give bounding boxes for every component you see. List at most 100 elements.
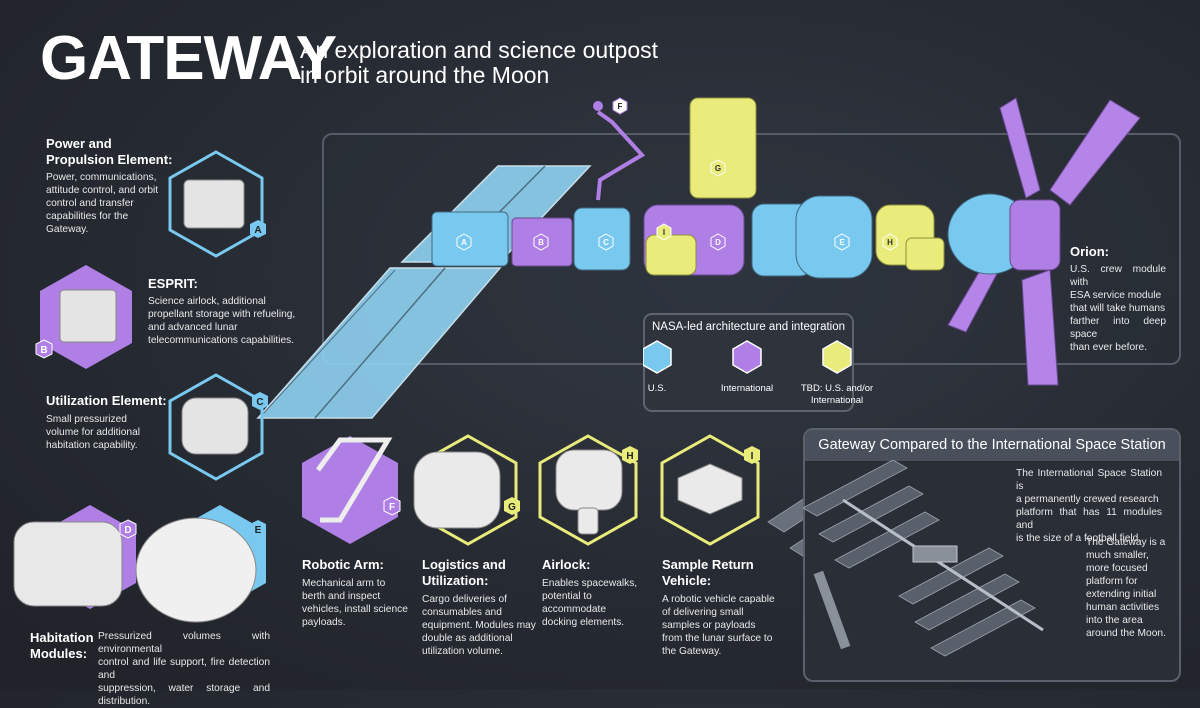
orion-solar-arrays [947, 97, 1141, 386]
hex-f-letter: F [389, 502, 395, 513]
desc-line: farther into deep space [1070, 316, 1166, 341]
logistics-render [413, 451, 501, 529]
desc-line: volume for additional [46, 427, 141, 439]
desc-line: and advanced lunar [148, 322, 238, 334]
element-f-desc: Mechanical arm to berth and inspect vehi… [302, 577, 412, 629]
desc-line: docking elements. [542, 617, 625, 629]
desc-line: Pressurized volumes with environmental [98, 631, 270, 656]
utilization-render [181, 397, 249, 455]
robotic-arm-render [315, 437, 393, 523]
element-g-title: Logistics and Utilization: [422, 557, 506, 590]
desc-line: A robotic vehicle capable [662, 594, 775, 605]
desc-line: suppression, water storage and distribut… [98, 683, 270, 708]
hex-f [302, 436, 398, 544]
desc-line: Enables spacewalks, [542, 578, 638, 589]
legend-intl-swatch [732, 340, 762, 374]
hex-a [168, 150, 264, 258]
desc-line: habitation capability. [46, 440, 138, 452]
badge-h [882, 233, 898, 251]
desc-line: double as additional [422, 633, 513, 645]
bottom-hexes [302, 434, 760, 546]
habitation-title-line: Habitation [30, 630, 94, 645]
legend-tbd-label: TBD: U.S. and/or International [792, 383, 882, 407]
legend-swatches [643, 340, 852, 374]
gateway-comparison-description: The Gateway is a much smaller, more focu… [1086, 536, 1172, 640]
badge-g-letter: G [715, 164, 721, 173]
airlock-render [555, 449, 623, 511]
desc-line: utilization volume. [422, 646, 503, 658]
badge-c [598, 233, 614, 251]
desc-line: of delivering small [662, 607, 744, 619]
hex-a-letter: A [254, 225, 261, 236]
element-g-desc: Cargo deliveries of consumables and equi… [422, 593, 537, 658]
badge-d-letter: D [715, 238, 721, 247]
desc-line: platform that has 11 modules and [1016, 507, 1162, 532]
desc-line: Power, communications, [46, 172, 157, 183]
desc-line: from the lunar surface to [662, 633, 773, 645]
desc-line: propellant storage with refueling, [148, 309, 296, 321]
badge-a [456, 233, 472, 251]
desc-line: potential to [542, 591, 592, 603]
element-g-title-line: Utilization: [422, 573, 489, 589]
hex-h [538, 434, 638, 546]
desc-line: extending initial [1086, 589, 1157, 601]
habitation-title: Habitation Modules: [30, 630, 94, 663]
desc-line: Small pressurized [46, 414, 127, 425]
desc-line: much smaller, [1086, 550, 1149, 562]
element-f-title: Robotic Arm: [302, 557, 384, 572]
iss-render [803, 460, 1044, 657]
desc-line: the Gateway. [662, 646, 722, 658]
habitation-desc: Pressurized volumes with environmental c… [98, 630, 270, 708]
element-i-title: Sample Return Vehicle: [662, 557, 754, 590]
desc-line: Gateway. [46, 224, 89, 236]
legend-tbd-line: TBD: U.S. and/or [800, 383, 874, 394]
badge-g [710, 159, 726, 177]
module-e-body-2 [795, 195, 873, 279]
desc-line: attitude control, and orbit [46, 185, 159, 197]
iss-description: The International Space Station is a per… [1016, 467, 1162, 545]
module-h-lock [905, 237, 945, 271]
desc-line: than ever before. [1070, 342, 1148, 354]
desc-line: The Gateway is a [1086, 537, 1166, 548]
desc-line: vehicles, install science [302, 604, 408, 616]
badge-e [834, 233, 850, 251]
desc-line: control and life support, fire detection… [98, 657, 270, 682]
habitation-d-render [13, 521, 123, 607]
desc-line: berth and inspect [302, 591, 381, 603]
desc-line: Mechanical arm to [302, 578, 386, 589]
desc-line: samples or payloads [662, 620, 756, 632]
element-a-desc: Power, communications, attitude control,… [46, 171, 166, 236]
habitation-e-render [135, 517, 257, 623]
element-i-title-line: Vehicle: [662, 573, 712, 589]
element-g-title-line: Logistics and [422, 557, 506, 572]
orion-desc: U.S. crew module with ESA service module… [1070, 263, 1166, 354]
subtitle-line: in orbit around the Moon [300, 61, 550, 88]
element-a-title-line: Propulsion Element: [46, 152, 173, 168]
legend-us-label: U.S. [647, 383, 667, 394]
left-hexes [13, 150, 266, 623]
ppe-solar-array-lower [256, 267, 502, 419]
hex-g-letter: G [508, 502, 516, 513]
desc-line: Science airlock, additional [148, 296, 266, 307]
desc-line: payloads. [302, 617, 346, 629]
badge-h-letter: H [887, 238, 893, 247]
hex-e-letter: E [255, 525, 262, 536]
legend-tbd-line: International [810, 394, 864, 406]
legend-tbd-swatch [822, 340, 852, 374]
hex-d-letter: D [124, 525, 131, 536]
badge-b-letter: B [538, 238, 544, 247]
badge-e-letter: E [839, 238, 845, 247]
desc-line: ESA service module [1070, 290, 1162, 302]
orion-service-module [1009, 199, 1061, 271]
desc-line: The International Space Station is [1016, 468, 1162, 493]
badge-d [710, 233, 726, 251]
desc-line: control and transfer [46, 198, 134, 210]
desc-line: capabilities for the [46, 211, 129, 223]
desc-line: consumables and [422, 607, 502, 619]
badge-b [533, 233, 549, 251]
badge-f-letter: F [618, 102, 623, 111]
badge-i [656, 223, 672, 241]
desc-line: around the Moon. [1086, 628, 1166, 640]
airlock-hatch [577, 507, 599, 535]
element-h-title: Airlock: [542, 557, 591, 572]
